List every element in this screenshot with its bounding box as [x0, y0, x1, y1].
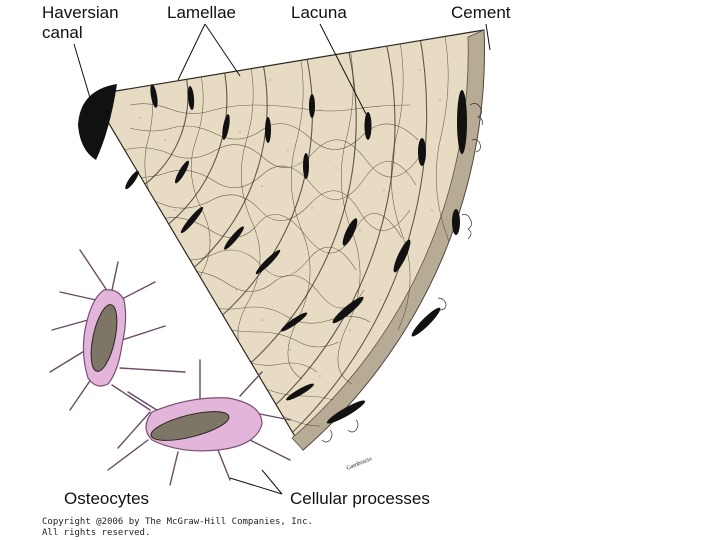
lacuna	[457, 90, 467, 154]
cement-line	[291, 29, 485, 451]
haversian-canal	[78, 84, 117, 160]
lacuna	[125, 170, 139, 190]
lamellae-label: Lamellae	[167, 3, 236, 22]
leader-cement	[485, 23, 491, 51]
lacuna	[265, 117, 271, 143]
haversian-canal-label: Haversian canal	[42, 3, 119, 42]
lacuna	[180, 206, 204, 234]
leader-lacuna	[319, 23, 367, 115]
lacuna	[286, 383, 314, 401]
leader-lamellae-1	[177, 23, 206, 81]
cellular-processes-label: Cellular processes	[290, 489, 430, 508]
lacuna	[303, 153, 309, 179]
lacuna	[332, 296, 364, 324]
lacuna	[280, 312, 308, 332]
leader-processes-2	[261, 469, 283, 495]
leader-lines	[73, 23, 491, 495]
lacuna	[393, 239, 411, 273]
leader-processes-1	[229, 477, 283, 495]
lacuna	[222, 114, 230, 140]
lacuna	[224, 226, 244, 250]
leader-haversian	[73, 43, 97, 119]
osteocytes-label: Osteocytes	[64, 489, 150, 508]
leader-lamellae-2	[204, 23, 241, 77]
cement-line-processes	[321, 103, 483, 443]
lacuna	[187, 86, 195, 110]
cement-label: Cement	[451, 3, 511, 22]
copyright-line-2: All rights reserved.	[42, 528, 151, 538]
lacuna	[326, 400, 366, 424]
copyright-line-1: Copyright @2006 by The McGraw-Hill Compa…	[42, 517, 313, 527]
lacunae	[125, 84, 467, 424]
osteocyte-nucleus	[90, 304, 118, 372]
lacuna	[342, 218, 358, 246]
lacuna	[418, 138, 426, 166]
osteocyte-nucleus	[150, 411, 230, 441]
lacuna	[150, 84, 158, 108]
lacuna	[364, 112, 372, 140]
lacuna	[452, 209, 460, 235]
lacuna	[175, 160, 189, 184]
lacuna	[411, 307, 441, 337]
osteocyte-network	[49, 249, 291, 486]
lacuna	[255, 249, 281, 275]
lacuna	[309, 94, 315, 118]
copyright-notice: Copyright @2006 by The McGraw-Hill Compa…	[42, 517, 313, 539]
lacuna-label: Lacuna	[291, 3, 347, 22]
